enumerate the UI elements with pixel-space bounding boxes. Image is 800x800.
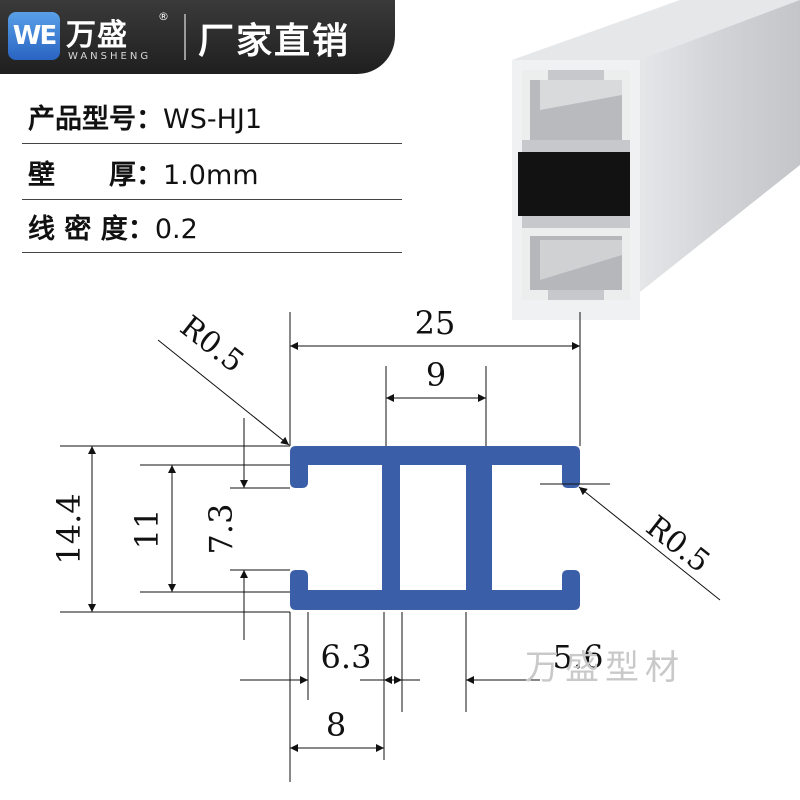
spec-linear-density: 线 密 度：0.2 bbox=[28, 210, 198, 250]
dimension-lines bbox=[60, 312, 721, 782]
spec-value: 1.0mm bbox=[163, 160, 259, 191]
aluminum-profile-3d bbox=[512, 0, 800, 320]
spec-value: WS-HJ1 bbox=[163, 104, 263, 135]
divider bbox=[22, 143, 402, 144]
profile-cross-section bbox=[290, 446, 580, 610]
spec-wall-thickness: 壁 厚：1.0mm bbox=[28, 156, 259, 196]
spec-label: 壁 厚： bbox=[28, 160, 163, 191]
dim-gap: 7.3 bbox=[202, 504, 240, 555]
spec-value: 0.2 bbox=[154, 214, 198, 245]
dim-radius-left: R0.5 bbox=[173, 309, 250, 380]
spec-label: 线 密 度： bbox=[28, 214, 155, 245]
divider bbox=[22, 199, 402, 200]
watermark-text: 万盛型材 bbox=[525, 648, 685, 688]
header-banner: WE 万盛 ® WANSHENG 厂家直销 bbox=[0, 0, 395, 74]
dim-width-center: 9 bbox=[426, 356, 446, 394]
spec-label: 产品型号： bbox=[28, 104, 163, 135]
header-divider bbox=[184, 14, 186, 60]
dim-flange-left: 6.3 bbox=[321, 638, 372, 676]
dim-width-total: 25 bbox=[415, 304, 456, 342]
spec-model: 产品型号：WS-HJ1 bbox=[28, 100, 262, 140]
brand-name-cn: 万盛 bbox=[66, 18, 128, 53]
dim-height-inner: 11 bbox=[128, 509, 166, 550]
profile-center-slot bbox=[518, 152, 630, 216]
dim-height-total: 14.4 bbox=[50, 493, 88, 564]
brand-logo: WE bbox=[8, 12, 60, 60]
slogan: 厂家直销 bbox=[198, 21, 351, 62]
divider bbox=[22, 252, 402, 253]
registered-mark: ® bbox=[158, 10, 169, 23]
dim-flange-right: 5.6 bbox=[553, 638, 604, 676]
dim-radius-right: R0.5 bbox=[639, 509, 716, 580]
dim-bottom-left: 8 bbox=[326, 706, 346, 744]
brand-name-en: WANSHENG bbox=[68, 51, 152, 62]
logo-letters: WE bbox=[12, 21, 57, 51]
